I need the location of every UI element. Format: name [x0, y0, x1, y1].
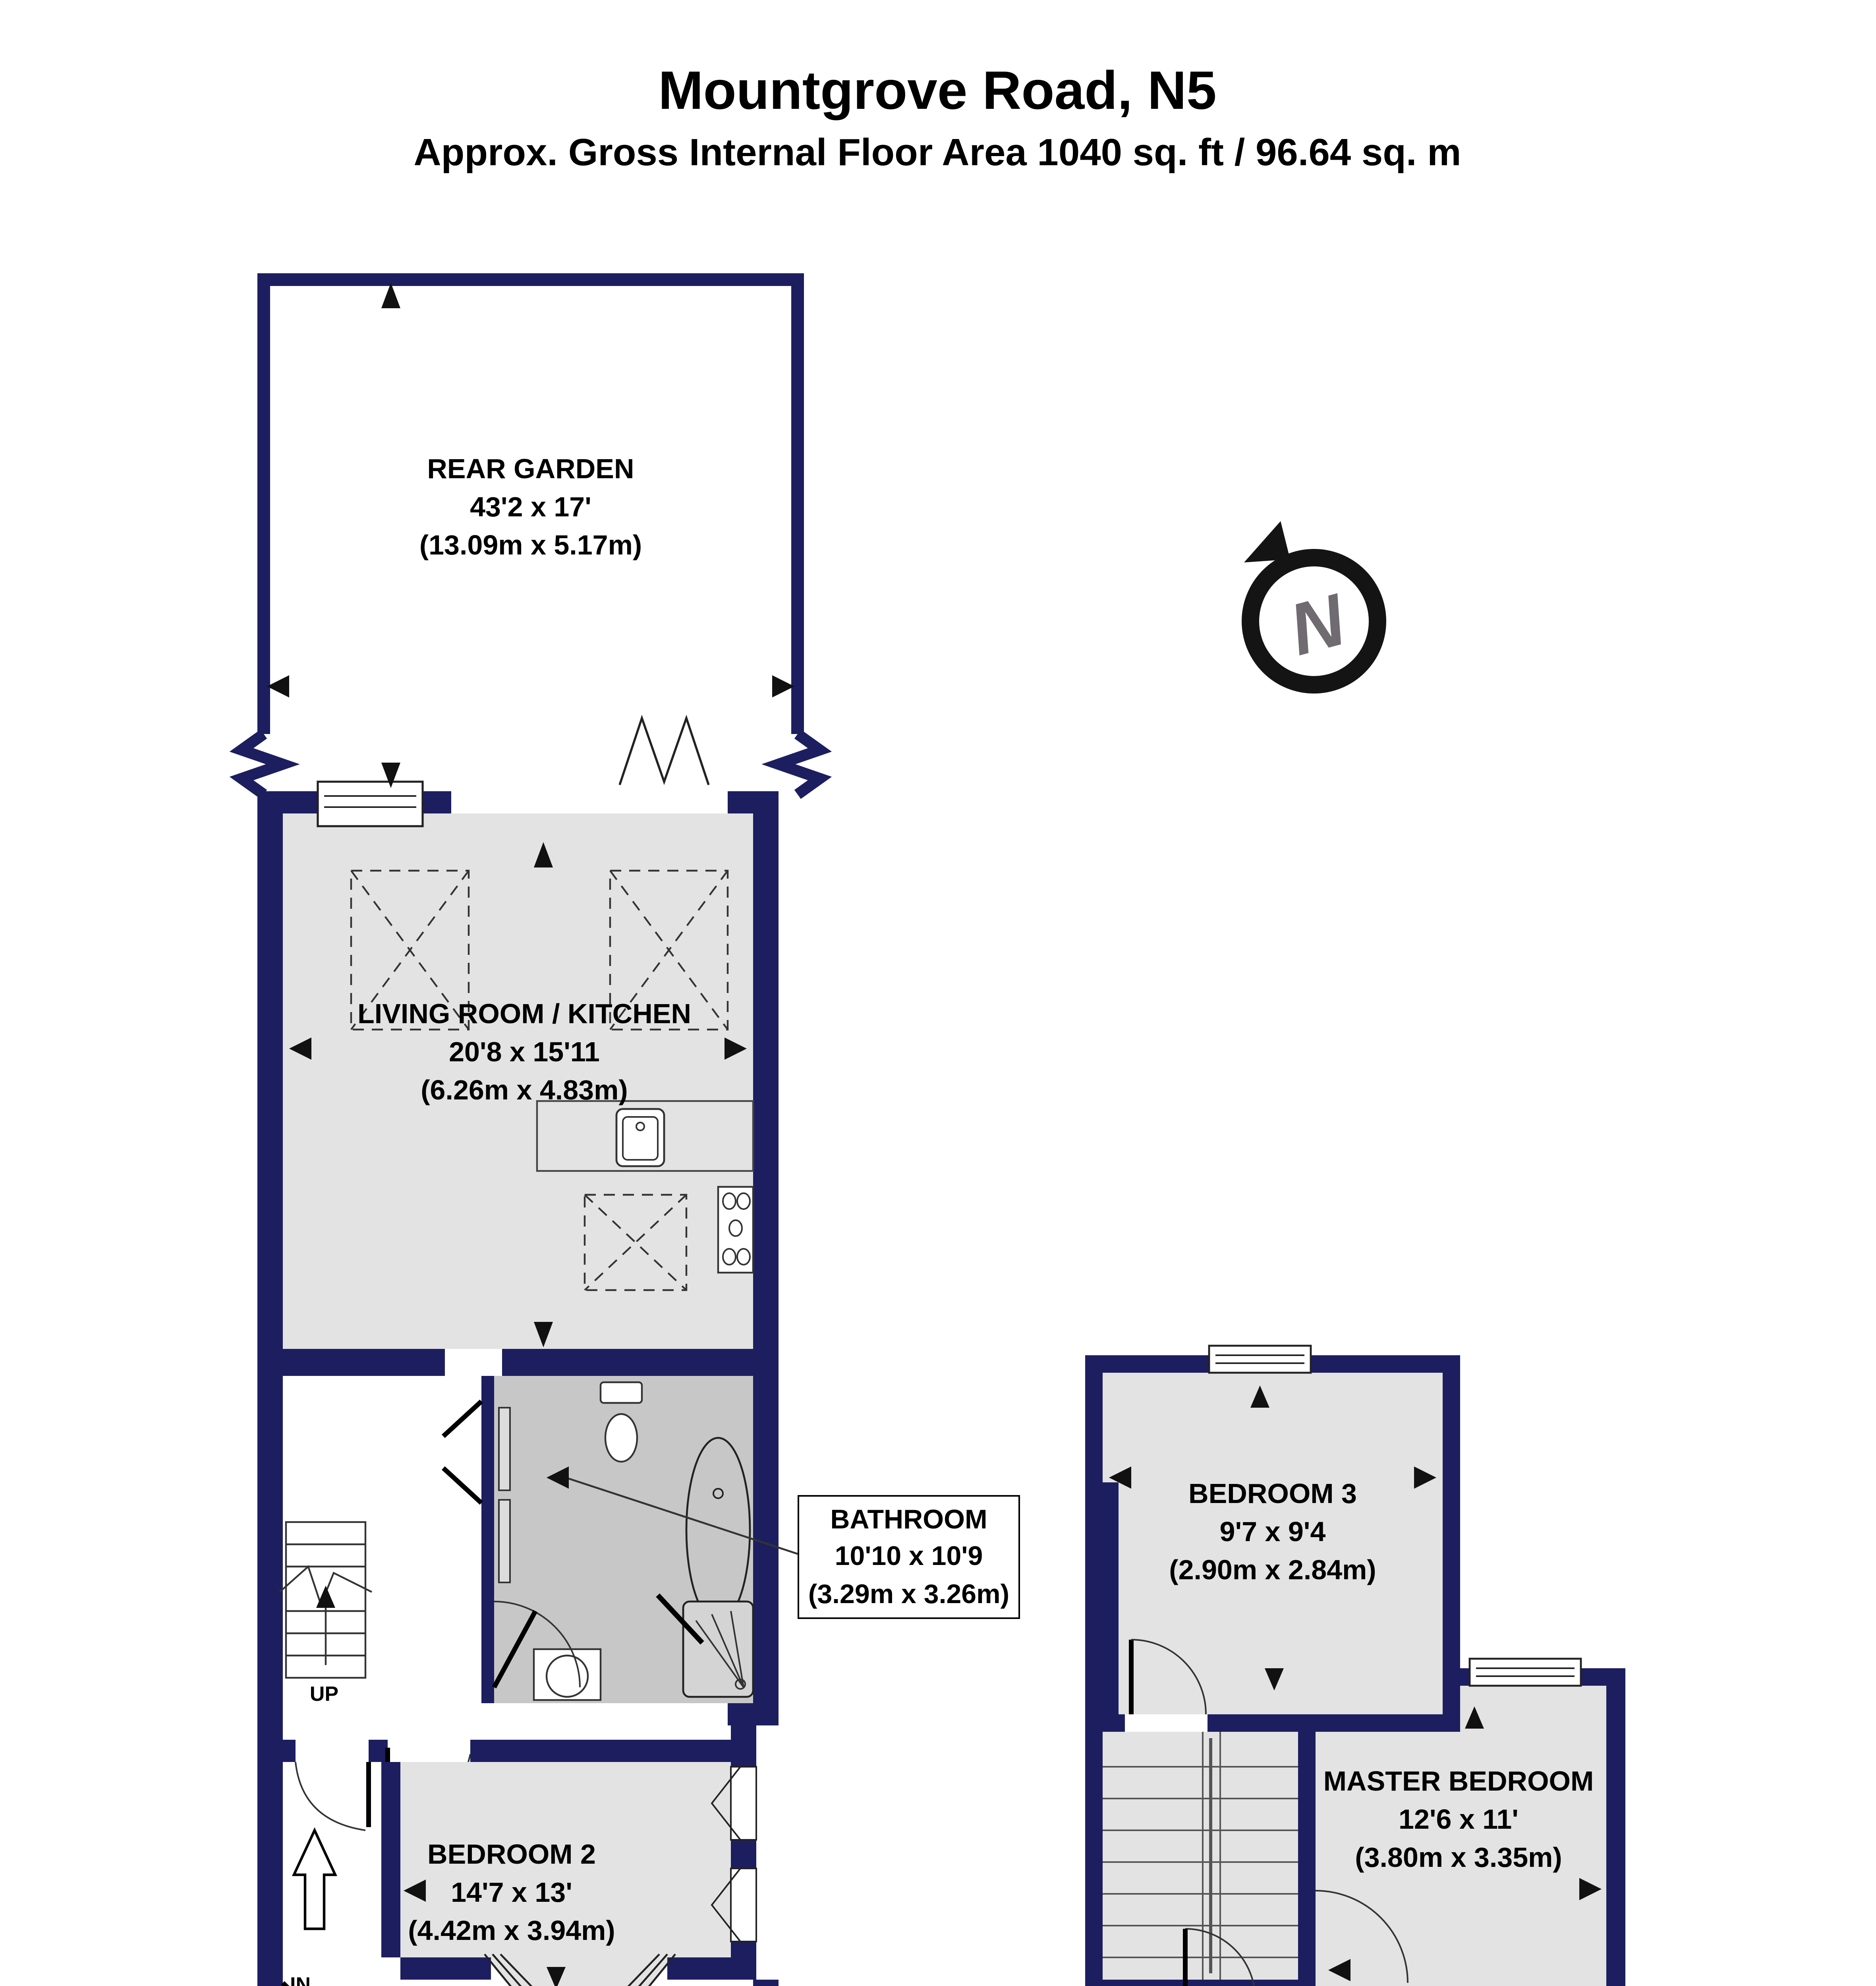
wall-notch — [1103, 1482, 1119, 1714]
page-title: Mountgrove Road, N5 — [658, 61, 1217, 122]
arrow-right-icon — [1414, 1466, 1436, 1489]
door-leaf — [441, 1466, 483, 1505]
interior-wall — [481, 1376, 494, 1703]
master-bedroom-label: MASTER BEDROOM 12'6 x 11' (3.80m x 3.35m… — [1323, 1765, 1594, 1873]
stairs-first-area — [1103, 1732, 1298, 1980]
leader-line — [565, 1476, 798, 1555]
stairs-ground — [279, 1521, 372, 1679]
interior-wall — [369, 1740, 388, 1762]
page-subtitle: Approx. Gross Internal Floor Area 1040 s… — [413, 132, 1461, 175]
arrow-up-icon — [316, 1586, 335, 1608]
bedroom3-window — [1208, 1345, 1312, 1374]
bedroom3-label: BEDROOM 3 9'7 x 9'4 (2.90m x 2.84m) — [1169, 1478, 1376, 1586]
door-arc — [1185, 1928, 1255, 1986]
exterior-wall — [1085, 1733, 1103, 1986]
exterior-wall — [400, 1957, 491, 1980]
rear-window — [317, 780, 424, 827]
bedroom2-window — [711, 1868, 757, 1942]
arrow-right-icon — [772, 675, 794, 697]
bedroom2-window — [711, 1766, 757, 1841]
door-arc — [1131, 1639, 1207, 1715]
exterior-wall — [731, 1942, 756, 1980]
rear-garden — [229, 273, 832, 799]
interior-wall — [470, 1740, 753, 1762]
interior-wall — [283, 1349, 445, 1376]
living-room-area — [283, 813, 753, 1349]
master-bedroom-area — [1460, 1686, 1606, 1986]
interior-wall — [283, 1740, 296, 1762]
arrow-up-icon — [1250, 1385, 1269, 1408]
bedroom2-bay-area — [485, 1957, 675, 1986]
fence-break-left-icon — [229, 729, 300, 799]
north-pointer-icon — [1244, 521, 1290, 562]
toilet-fixture — [599, 1381, 643, 1463]
arrow-up-icon — [1465, 1706, 1484, 1729]
arrow-up-icon — [381, 283, 400, 308]
exterior-wall — [753, 1980, 779, 1986]
arrow-left-icon — [267, 675, 289, 697]
interior-wall — [1255, 1980, 1273, 1986]
interior-wall — [502, 1349, 753, 1376]
bifold-door-icon — [618, 715, 710, 785]
bedroom2-area — [400, 1762, 731, 1957]
arrow-down-icon — [547, 1967, 566, 1986]
arrow-down-icon — [534, 1322, 553, 1347]
master-bedroom-area — [1316, 1732, 1460, 1986]
arrow-left-icon — [547, 1466, 569, 1489]
skylight-left — [350, 869, 470, 1031]
door-arc — [295, 1762, 366, 1831]
compass-icon — [1242, 521, 1386, 694]
exterior-wall — [731, 1840, 756, 1868]
exterior-wall — [731, 1703, 756, 1767]
bay-window — [484, 1953, 676, 1986]
bedroom2-label: BEDROOM 2 14'7 x 13' (4.42m x 3.94m) — [408, 1838, 615, 1946]
arrow-left-icon — [1109, 1466, 1131, 1489]
shower-door-leaf — [656, 1593, 704, 1645]
entrance-arrow-icon — [292, 1827, 338, 1930]
exterior-wall — [667, 1957, 731, 1980]
bathroom-shelf — [498, 1407, 511, 1491]
door-arc — [494, 1601, 581, 1688]
bathroom-shelf — [498, 1499, 511, 1583]
kitchen-sink-fixture — [615, 1108, 665, 1167]
arrow-right-icon — [725, 1037, 747, 1060]
arrow-left-icon — [289, 1037, 311, 1060]
rear-garden-label: REAR GARDEN 43'2 x 17' (13.09m x 5.17m) — [419, 453, 642, 561]
door-leaf — [492, 1610, 538, 1688]
in-label: IN — [290, 1972, 311, 1986]
interior-wall — [381, 1762, 400, 1957]
shower-fixture — [656, 1593, 754, 1698]
arrow-left-icon — [404, 1880, 426, 1902]
kitchen-counter — [536, 1100, 754, 1172]
arrow-up-icon — [534, 842, 553, 867]
arrow-right-icon — [1579, 1878, 1602, 1900]
ground-floor-walls — [257, 791, 779, 1986]
door-arc — [1315, 1890, 1408, 1983]
skylight-right — [609, 869, 729, 1031]
fence-break-right-icon — [761, 729, 832, 799]
stairs-first — [1103, 1732, 1298, 1980]
up-label: UP — [309, 1682, 339, 1706]
interior-wall — [1103, 1980, 1298, 1986]
basin-fixture — [533, 1648, 602, 1701]
living-room-label: LIVING ROOM / KITCHEN 20'8 x 15'11 (6.26… — [357, 998, 691, 1106]
bathtub-fixture — [685, 1437, 751, 1623]
arrow-down-icon — [381, 763, 400, 788]
kitchen-island — [583, 1194, 688, 1291]
bedroom3-area — [1103, 1373, 1443, 1714]
master-window-top — [1468, 1658, 1582, 1687]
door-leaf — [441, 1399, 483, 1438]
arrow-left-icon — [1328, 1959, 1350, 1981]
arrow-down-icon — [1265, 1668, 1284, 1690]
bathroom-callout: BATHROOM 10'10 x 10'9 (3.29m x 3.26m) — [798, 1495, 1020, 1619]
hob-fixture — [717, 1186, 754, 1274]
